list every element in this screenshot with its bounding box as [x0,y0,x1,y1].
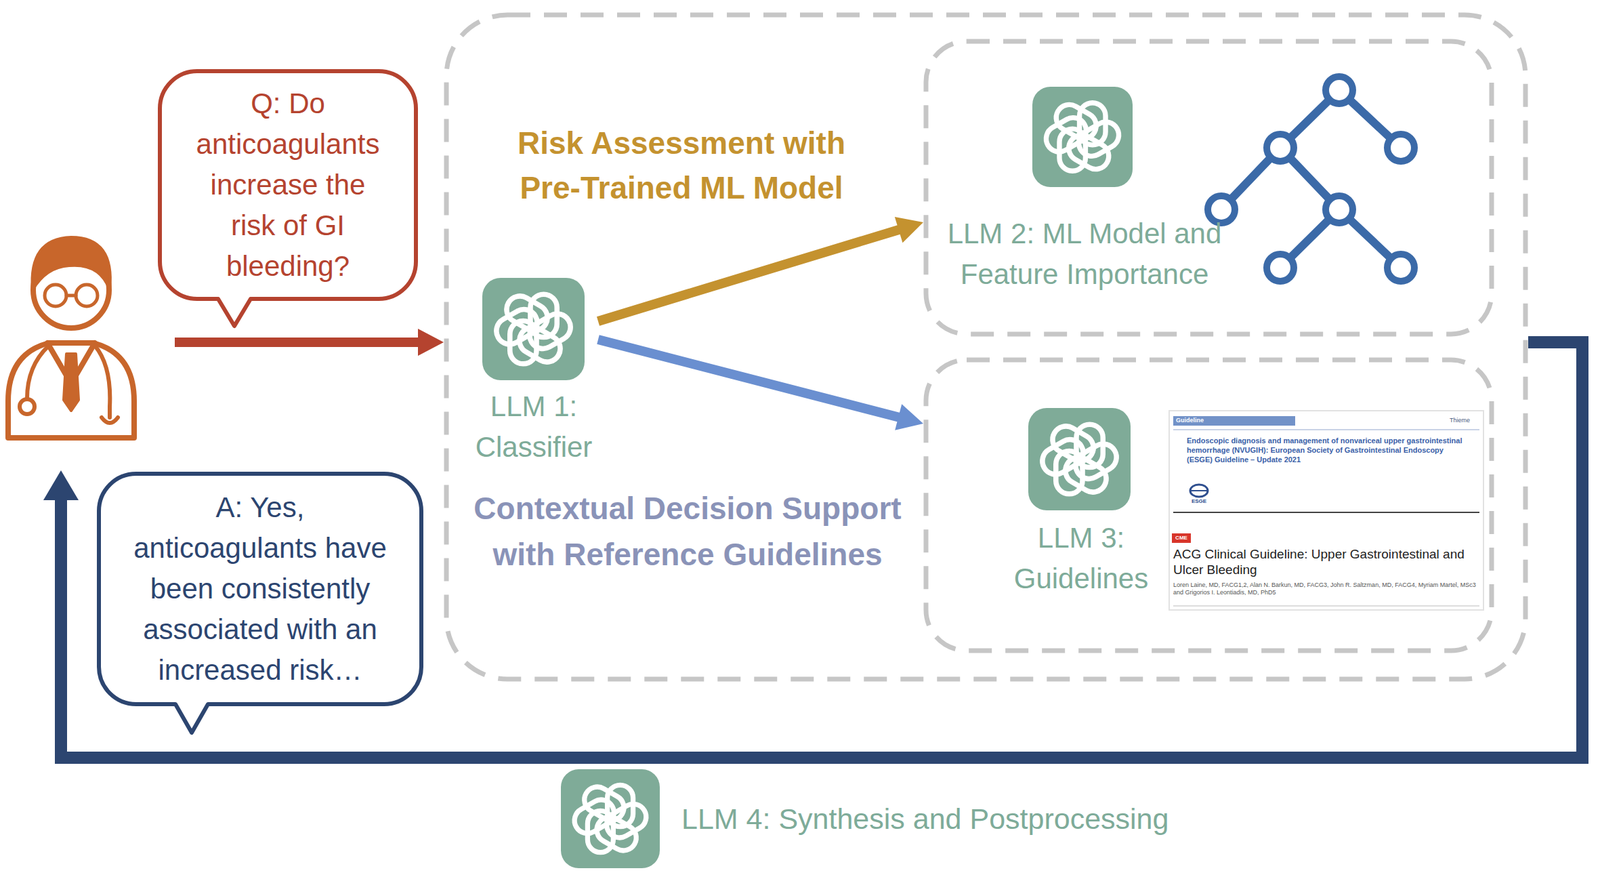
guideline-papers [1171,533,1191,543]
classifier-node: LLM 1: Classifier [469,277,599,468]
tree-illustration [1266,254,1294,282]
node-label: LLM 2: ML Model and Feature Importance [928,213,1241,295]
pipeline-group: Risk Assessment with Pre-Trained ML Mode… [443,12,1529,682]
answer-bubble: A: Yes, anticoagulants have been consist… [96,471,424,706]
guideline-papers [1173,511,1480,513]
return-path [43,342,1583,758]
guideline-papers [1169,410,1484,610]
tree-illustration [1207,76,1415,282]
doctor-figure [75,284,98,307]
connector-line [598,228,904,322]
tree-illustration [1387,254,1415,282]
return-path [43,470,79,500]
dashed-outline [443,12,1529,682]
connector-arrow [598,339,924,431]
question-bubble: Q: Do anticoagulants increase the risk o… [157,69,418,301]
tree-illustration [1325,76,1353,104]
llm-icon [1028,407,1131,511]
paper-title: ACG Clinical Guideline: Upper Gastrointe… [1173,545,1477,578]
connector-arrow [174,328,444,356]
node-label: LLM 3: Guidelines [993,517,1170,599]
llm-icon [1032,86,1133,187]
node-label: LLM 4: Synthesis and Postprocessing [681,802,1169,836]
dashed-outline [446,14,1526,679]
guideline-papers [1173,428,1480,431]
doctor-figure [94,345,110,418]
doctor-figure [31,237,110,290]
return-path [60,342,1583,758]
dashed-outline [925,359,1492,651]
dashed-outline [923,38,1495,337]
guidelines-box: LLM 3: Guidelines [923,356,1495,654]
doctor-figure [27,345,49,399]
answer-text: A: Yes, anticoagulants have been consist… [124,487,396,691]
connector-line [174,337,424,347]
connector-arrow [598,216,924,322]
section-heading: Contextual Decision Support with Referen… [453,485,922,578]
publisher-name: Thieme [1449,416,1480,425]
bubble-outline [159,71,416,326]
paper-title: Endoscopic diagnosis and management of n… [1186,435,1466,465]
node-label: LLM 1: Classifier [469,386,599,468]
tree-illustration [1325,195,1353,223]
doctor-figure [101,417,118,423]
doctor-figure [63,353,79,411]
guideline-papers [1173,415,1296,426]
arrow-head [894,216,924,243]
tree-illustration [1207,76,1415,282]
arrow-head [894,403,924,431]
cme-tag: CME [1171,533,1191,542]
doctor-figure [8,342,135,438]
guideline-papers [1190,484,1208,497]
doctor-figure [19,398,35,414]
connector-line [598,339,904,418]
doctor-figure [44,284,67,307]
tree-illustration [1387,134,1415,162]
llm-icon [560,768,660,868]
doctor-figure [66,293,76,298]
guideline-papers [1169,410,1484,610]
question-text: Q: Do anticoagulants increase the risk o… [186,83,390,287]
synthesis-node: LLM 4: Synthesis and Postprocessing [560,768,1169,868]
doctor-figure [8,237,135,438]
arrow-head [417,328,444,356]
llm-icon [482,277,585,381]
guideline-papers [1173,605,1480,607]
bubble-outline [98,473,422,733]
paper-tag: Guideline [1175,416,1292,425]
dashed-outline [923,356,1495,654]
ml-model-box: LLM 2: ML Model and Feature Importance [923,38,1495,337]
section-heading: Risk Assessment with Pre-Trained ML Mode… [491,120,872,210]
tree-illustration [1266,134,1294,162]
author-list: Loren Laine, MD, FACG1,2, Alan N. Barkun… [1173,581,1477,597]
guideline-papers [1190,489,1208,492]
dashed-outline [925,41,1492,334]
society-logo: ESGE [1185,497,1213,505]
